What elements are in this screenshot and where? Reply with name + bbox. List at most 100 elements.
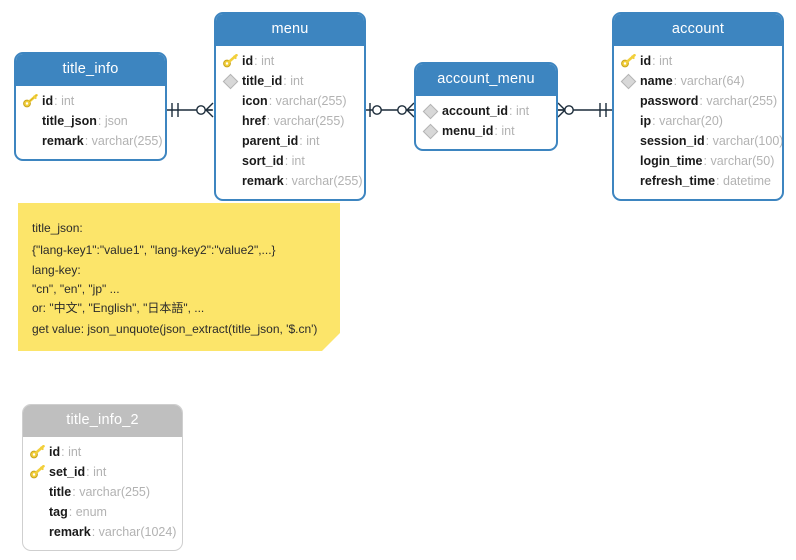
field-type: : int xyxy=(86,464,107,479)
note-line: title_json: xyxy=(32,221,83,235)
field-row[interactable]: refresh_time : datetime xyxy=(620,171,776,191)
field-type: : varchar(1024) xyxy=(91,524,177,539)
field-name: menu_id xyxy=(442,123,494,138)
field-row[interactable]: remark : varchar(255) xyxy=(222,171,363,191)
field-row[interactable]: login_time : varchar(50) xyxy=(620,151,776,171)
field-name: id xyxy=(42,93,54,108)
field-name: account_id xyxy=(442,103,508,118)
diamond-icon xyxy=(620,73,638,89)
no-key-marker xyxy=(620,93,638,109)
no-key-marker xyxy=(22,113,40,129)
field-type: : varchar(255) xyxy=(699,93,778,108)
note-line: get value: json_unquote(json_extract(tit… xyxy=(32,322,318,336)
entity-title-menu: menu xyxy=(216,14,364,46)
field-type: : varchar(20) xyxy=(652,113,723,128)
field-row[interactable]: title : varchar(255) xyxy=(29,482,176,502)
field-row[interactable]: session_id : varchar(100) xyxy=(620,131,782,151)
note-line: lang-key: xyxy=(32,263,81,277)
note-line: {"lang-key1":"value1", "lang-key2":"valu… xyxy=(32,243,276,257)
entity-fields-menu: id : int title_id : int icon : varchar(2… xyxy=(216,46,364,199)
relationship-menu-account_menu xyxy=(366,102,415,118)
field-name: parent_id xyxy=(242,133,299,148)
field-name: id xyxy=(242,53,254,68)
field-row[interactable]: menu_id : int xyxy=(422,121,550,141)
field-row[interactable]: icon : varchar(255) xyxy=(222,91,358,111)
field-name: href xyxy=(242,113,266,128)
field-row[interactable]: set_id : int xyxy=(29,462,176,482)
field-type: : datetime xyxy=(716,173,771,188)
field-row[interactable]: id : int xyxy=(620,51,776,71)
diamond-icon xyxy=(422,103,440,119)
field-type: : int xyxy=(494,123,515,138)
field-name: password xyxy=(640,93,699,108)
field-row[interactable]: title_json : json xyxy=(22,111,159,131)
entity-title-title_info: title_info xyxy=(16,54,165,86)
field-row[interactable]: id : int xyxy=(29,442,176,462)
no-key-marker xyxy=(29,524,47,540)
entity-account_menu[interactable]: account_menu account_id : int menu_id : … xyxy=(414,62,558,151)
field-name: sort_id xyxy=(242,153,284,168)
field-name: refresh_time xyxy=(640,173,716,188)
note-fold-corner xyxy=(322,333,340,351)
field-row[interactable]: ip : varchar(20) xyxy=(620,111,776,131)
field-row[interactable]: tag : enum xyxy=(29,502,176,522)
entity-fields-title_info_2: id : int set_id : int title : v xyxy=(23,437,182,550)
field-name: name xyxy=(640,73,673,88)
entity-title-account: account xyxy=(614,14,782,46)
field-type: : varchar(255) xyxy=(72,484,151,499)
entity-title_info[interactable]: title_info id : int title_json xyxy=(14,52,167,161)
field-type: : varchar(255) xyxy=(284,173,363,188)
note-title_json[interactable]: title_json: {"lang-key1":"value1", "lang… xyxy=(18,203,340,351)
field-row[interactable]: account_id : int xyxy=(422,101,550,121)
field-type: : int xyxy=(299,133,320,148)
field-row[interactable]: sort_id : int xyxy=(222,151,358,171)
field-type: : int xyxy=(61,444,82,459)
entity-account[interactable]: account id : int name : varchar(64) xyxy=(612,12,784,201)
field-row[interactable]: title_id : int xyxy=(222,71,358,91)
field-name: login_time xyxy=(640,153,703,168)
entity-fields-account: id : int name : varchar(64) password : v… xyxy=(614,46,782,199)
no-key-marker xyxy=(222,133,240,149)
key-icon xyxy=(22,93,40,109)
no-key-marker xyxy=(22,133,40,149)
field-row[interactable]: remark : varchar(255) xyxy=(22,131,163,151)
field-type: : json xyxy=(97,113,128,128)
field-type: : varchar(255) xyxy=(84,133,163,148)
no-key-marker xyxy=(29,504,47,520)
entity-title-title_info_2: title_info_2 xyxy=(23,405,182,437)
diamond-icon xyxy=(222,73,240,89)
field-type: : varchar(50) xyxy=(703,153,775,168)
entity-title_info_2[interactable]: title_info_2 id : int xyxy=(22,404,183,551)
key-icon xyxy=(29,444,47,460)
field-name: title_id xyxy=(242,73,283,88)
field-type: : int xyxy=(509,103,530,118)
no-key-marker xyxy=(222,113,240,129)
no-key-marker xyxy=(620,133,638,149)
field-name: title xyxy=(49,484,72,499)
key-icon xyxy=(222,53,240,69)
entity-fields-account_menu: account_id : int menu_id : int xyxy=(416,96,556,149)
field-row[interactable]: parent_id : int xyxy=(222,131,358,151)
field-type: : int xyxy=(254,53,275,68)
no-key-marker xyxy=(620,153,638,169)
field-name: ip xyxy=(640,113,652,128)
field-row[interactable]: id : int xyxy=(22,91,159,111)
note-line: or: "中文", "English", "日本語", ... xyxy=(32,301,205,315)
relationship-title_info-menu xyxy=(167,102,214,118)
field-row[interactable]: remark : varchar(1024) xyxy=(29,522,176,542)
field-type: : int xyxy=(283,73,304,88)
field-name: remark xyxy=(49,524,91,539)
field-type: : int xyxy=(54,93,75,108)
field-name: tag xyxy=(49,504,68,519)
field-row[interactable]: password : varchar(255) xyxy=(620,91,778,111)
entity-menu[interactable]: menu id : int title_id : int xyxy=(214,12,366,201)
field-type: : varchar(100) xyxy=(705,133,784,148)
field-row[interactable]: href : varchar(255) xyxy=(222,111,358,131)
field-row[interactable]: id : int xyxy=(222,51,358,71)
field-name: session_id xyxy=(640,133,705,148)
field-name: icon xyxy=(242,93,268,108)
field-type: : varchar(255) xyxy=(266,113,345,128)
field-type: : varchar(255) xyxy=(268,93,347,108)
field-row[interactable]: name : varchar(64) xyxy=(620,71,776,91)
